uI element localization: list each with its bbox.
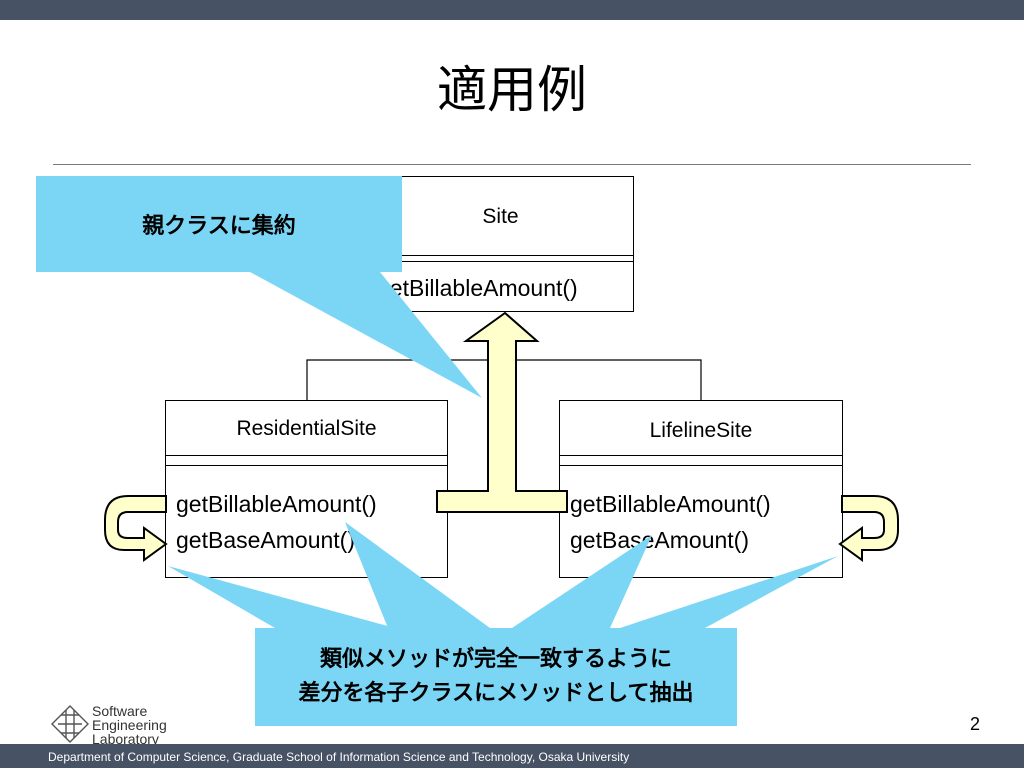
callout-pointer-lifeline-get	[512, 535, 652, 628]
class-name-site: Site	[482, 205, 519, 228]
class-box-site: Site getBillableAmount()	[367, 176, 634, 312]
callout-pointer-residential-left	[168, 566, 395, 628]
logo-line-software: Software	[92, 703, 148, 719]
class-box-residentialsite: ResidentialSite getBillableAmount() getB…	[165, 400, 448, 578]
callout-parent-pointer	[250, 272, 482, 398]
page-number: 2	[969, 714, 980, 734]
callout-parent-text: 親クラスに集約	[142, 214, 296, 239]
lab-logo-text: Software Engineering Laboratory	[92, 704, 167, 746]
class-name-lifelinesite: LifelineSite	[649, 419, 753, 442]
operation-residential-getbaseamount: getBaseAmount()	[176, 527, 355, 553]
pull-up-arrow-icon	[436, 311, 568, 513]
slide-title: 適用例	[437, 61, 587, 119]
operation-site-getbillableamount: getBillableAmount()	[377, 275, 578, 301]
operation-lifeline-getbillableamount: getBillableAmount()	[570, 491, 771, 517]
callout-subclass-line2: 差分を各子クラスにメソッドとして抽出	[298, 681, 694, 706]
callout-pointer-lifeline-right	[620, 556, 838, 628]
footer-bar	[0, 744, 1024, 768]
callout-pointer-residential-get	[345, 522, 490, 628]
class-box-lifelinesite: LifelineSite getBillableAmount() getBase…	[559, 400, 843, 578]
callout-subclass: 類似メソッドが完全一致するように 差分を各子クラスにメソッドとして抽出	[255, 628, 737, 726]
footer-text: Department of Computer Science, Graduate…	[48, 750, 630, 764]
callout-subclass-line1: 類似メソッドが完全一致するように	[319, 647, 672, 672]
curved-arrow-left-icon	[104, 495, 168, 562]
callout-parent: 親クラスに集約	[36, 176, 402, 272]
curved-arrow-right-icon	[838, 495, 899, 562]
operation-residential-getbillableamount: getBillableAmount()	[176, 491, 377, 517]
logo-line-laboratory: Laboratory	[92, 731, 159, 747]
operation-lifeline-getbaseamount: getBaseAmount()	[570, 527, 749, 553]
logo-line-engineering: Engineering	[92, 717, 167, 733]
title-divider	[53, 164, 971, 165]
top-bar	[0, 0, 1024, 20]
class-name-residentialsite: ResidentialSite	[236, 417, 377, 440]
